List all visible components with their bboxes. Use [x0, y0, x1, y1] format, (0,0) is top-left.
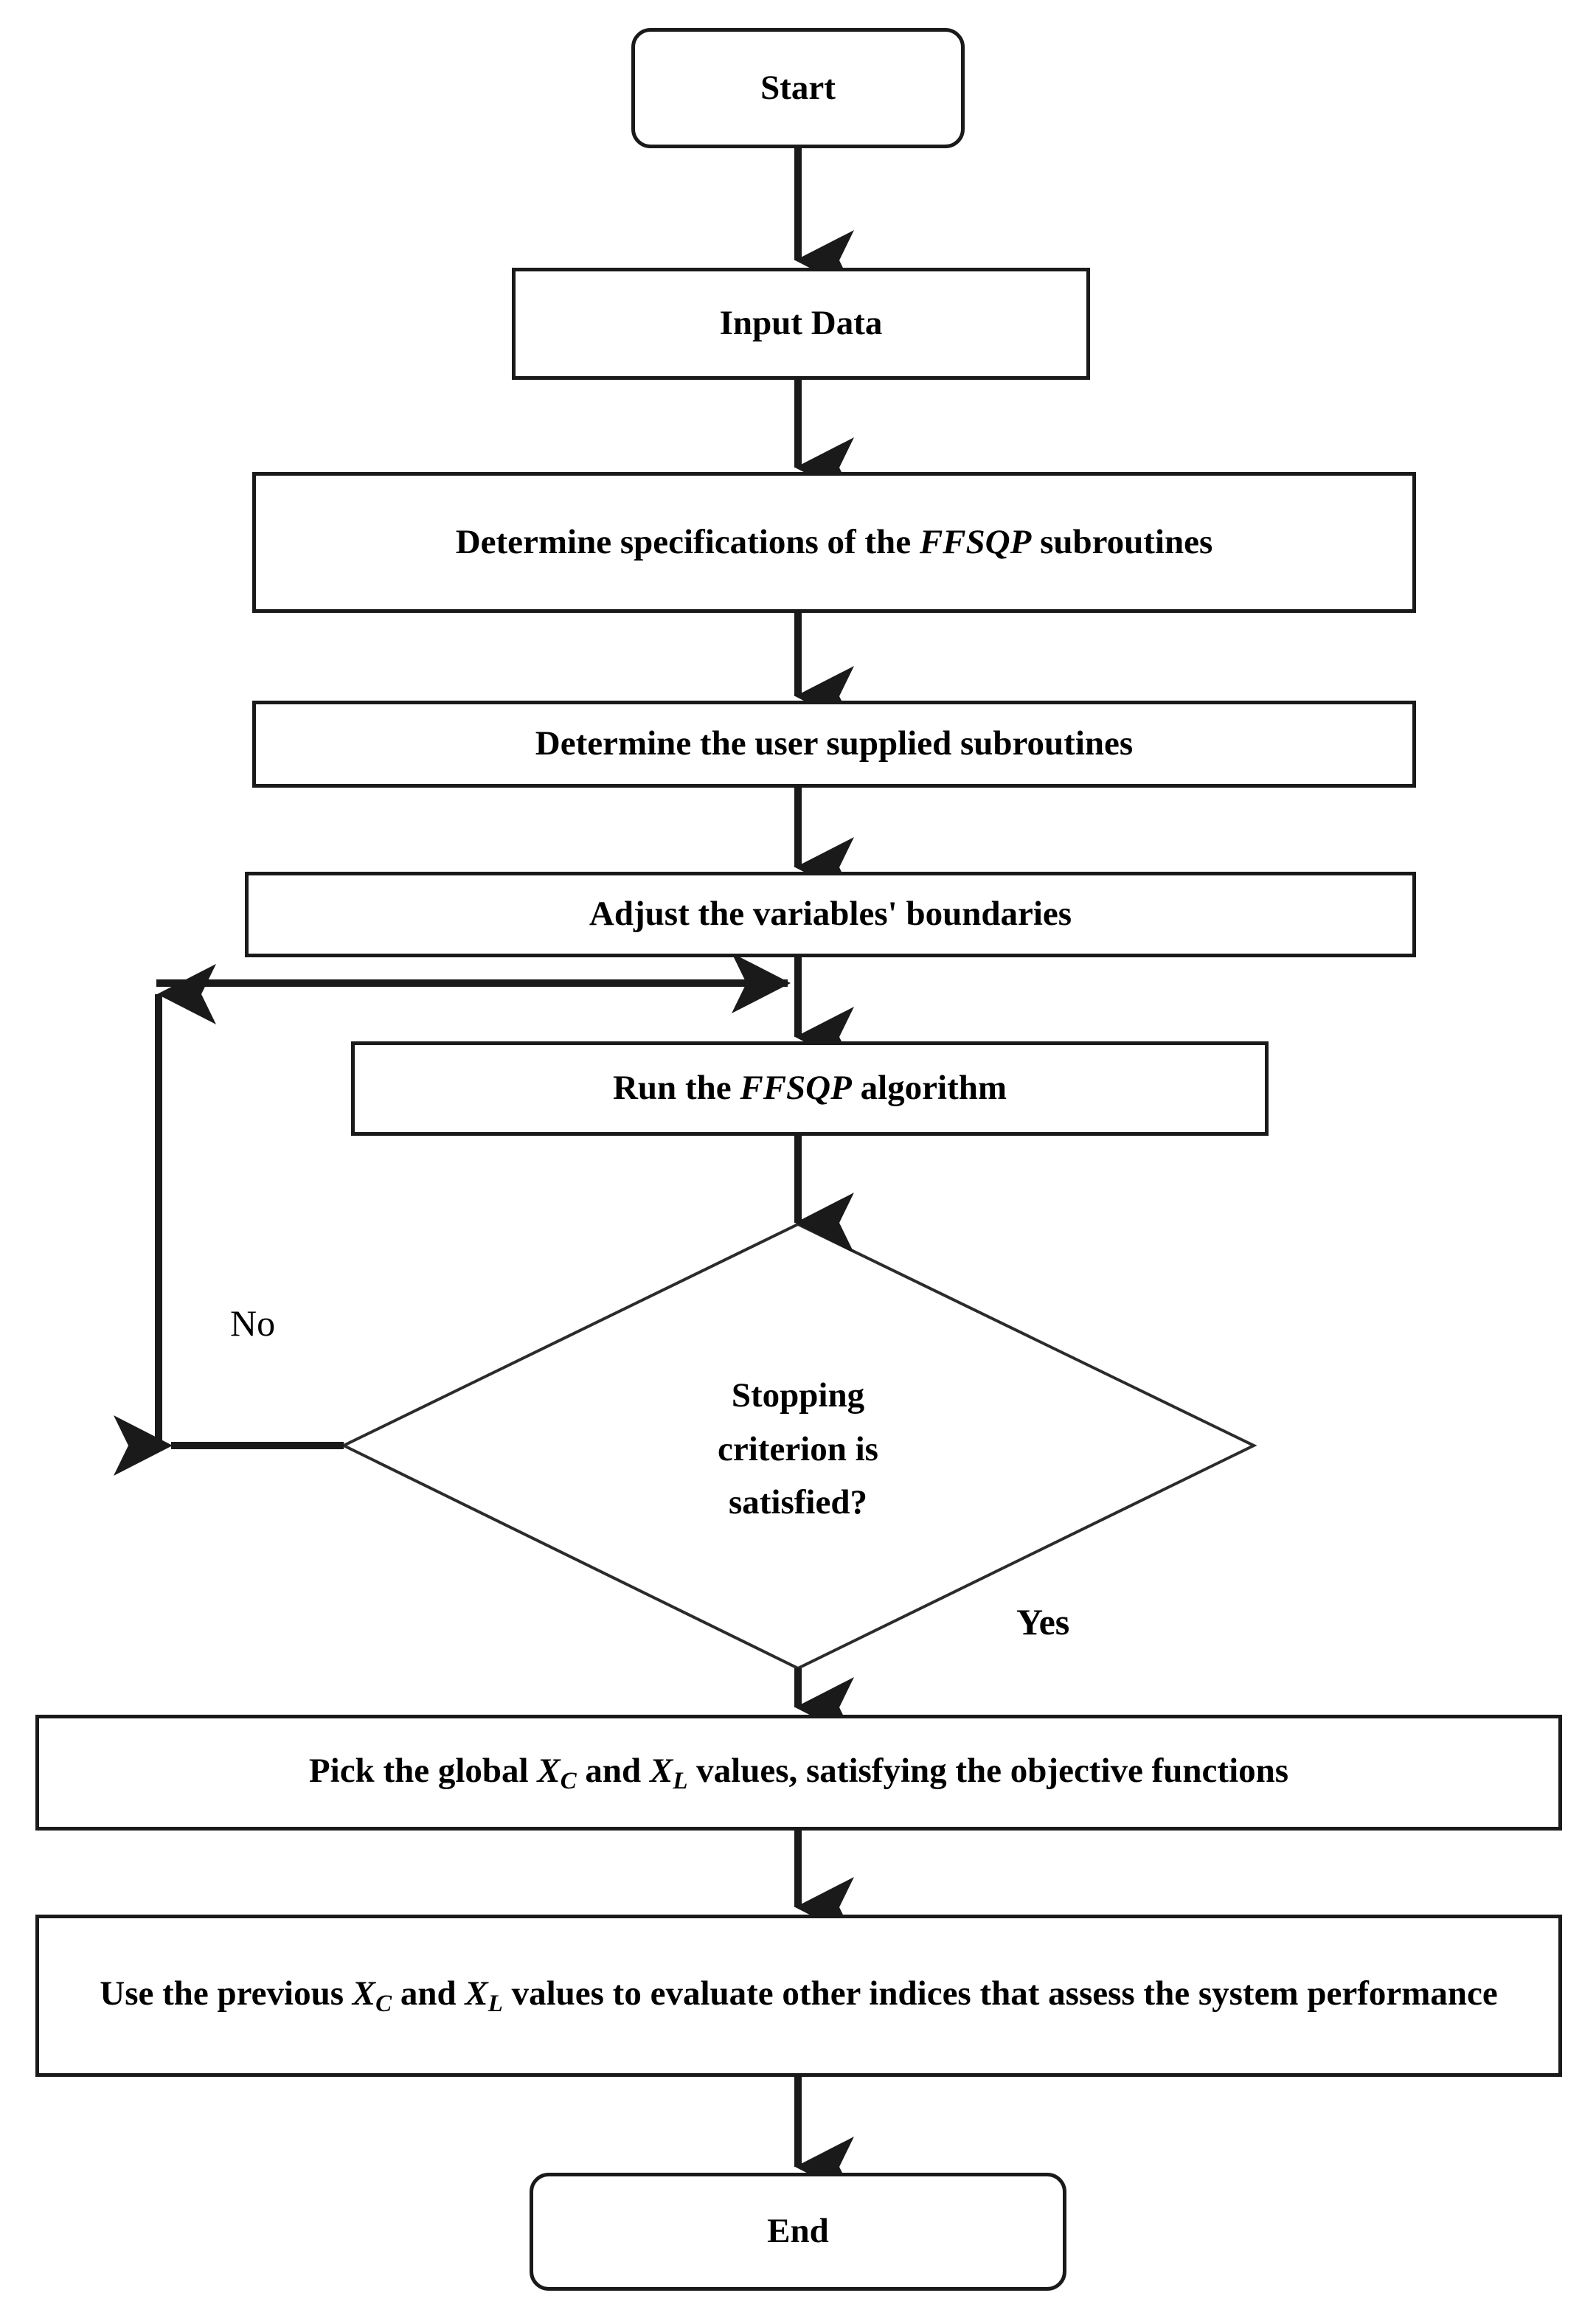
edge-label-yes-text: Yes [1016, 1601, 1070, 1642]
node-start-label: Start [760, 68, 836, 107]
node-pick-global-values[interactable]: Pick the global XC and XL values, satisf… [35, 1715, 1562, 1831]
node-determine-user-subroutines-label: Determine the user supplied subroutines [535, 724, 1134, 763]
node-determine-specifications-label: Determine specifications of the FFSQP su… [455, 522, 1213, 561]
node-adjust-boundaries[interactable]: Adjust the variables' boundaries [245, 872, 1416, 957]
node-end-label: End [767, 2212, 829, 2251]
node-input-data-label: Input Data [719, 304, 883, 343]
node-run-algorithm-label: Run the FFSQP algorithm [612, 1069, 1007, 1108]
node-pick-global-values-label: Pick the global XC and XL values, satisf… [308, 1751, 1289, 1794]
node-use-previous-values-label: Use the previous XC and XL values to eva… [100, 1974, 1498, 2018]
node-end[interactable]: End [530, 2173, 1066, 2291]
node-determine-user-subroutines[interactable]: Determine the user supplied subroutines [252, 701, 1416, 788]
edge-label-yes: Yes [1016, 1600, 1069, 1643]
node-start[interactable]: Start [631, 28, 965, 148]
node-use-previous-values[interactable]: Use the previous XC and XL values to eva… [35, 1915, 1562, 2077]
edge-label-no-text: No [230, 1302, 276, 1344]
decision-diamond-shape [340, 1222, 1257, 1670]
edge-label-no: No [230, 1302, 275, 1344]
node-run-algorithm[interactable]: Run the FFSQP algorithm [351, 1041, 1269, 1136]
node-determine-specifications[interactable]: Determine specifications of the FFSQP su… [252, 472, 1416, 613]
node-adjust-boundaries-label: Adjust the variables' boundaries [589, 895, 1072, 934]
node-input-data[interactable]: Input Data [512, 268, 1090, 380]
